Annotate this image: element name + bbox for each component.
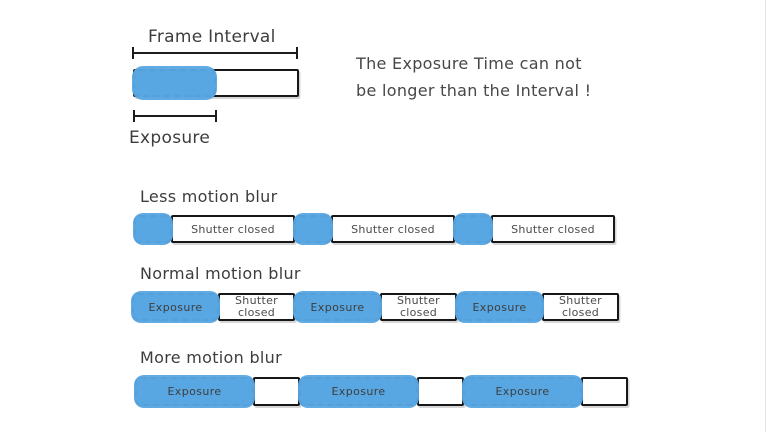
exposure-segment: Exposure [298, 375, 419, 408]
shutter-segment: Shutter closed [542, 293, 619, 321]
row-label-more-motion-blur: More motion blur [140, 348, 282, 367]
row-label-normal-motion-blur: Normal motion blur [140, 264, 301, 283]
exposure-segment [133, 213, 173, 245]
exposure-segment: Exposure [131, 291, 220, 323]
exposure-segment: Exposure [134, 375, 255, 408]
frame-interval-ruler [132, 47, 298, 59]
shutter-segment [253, 377, 300, 406]
exposure-segment [453, 213, 493, 245]
timeline-bar-less-motion-blur: Shutter closed Shutter closed Shutter cl… [133, 213, 615, 245]
shutter-segment [417, 377, 464, 406]
exposure-ruler [133, 110, 217, 122]
exposure-segment: Exposure [293, 291, 382, 323]
shutter-segment: Shutter closed [491, 215, 615, 243]
shutter-segment [581, 377, 628, 406]
frame-interval-label: Frame Interval [148, 27, 276, 47]
exposure-segment [293, 213, 333, 245]
canvas-edge-divider [765, 0, 766, 432]
exposure-segment: Exposure [462, 375, 583, 408]
exposure-segment: Exposure [455, 291, 544, 323]
shutter-segment: Shutter closed [218, 293, 295, 321]
timeline-bar-normal-motion-blur: Exposure Shutter closed Exposure Shutter… [131, 291, 619, 323]
note-line-2: be longer than the Interval ! [356, 81, 592, 100]
timeline-bar-more-motion-blur: Exposure Exposure Exposure [134, 375, 628, 408]
row-label-less-motion-blur: Less motion blur [140, 187, 278, 206]
shutter-segment: Shutter closed [171, 215, 295, 243]
exposure-label: Exposure [129, 128, 211, 148]
shutter-segment: Shutter closed [380, 293, 457, 321]
exposure-fill [132, 66, 217, 100]
shutter-segment: Shutter closed [331, 215, 455, 243]
note-line-1: The Exposure Time can not [356, 54, 582, 73]
note-text: The Exposure Time can not be longer than… [356, 50, 591, 104]
